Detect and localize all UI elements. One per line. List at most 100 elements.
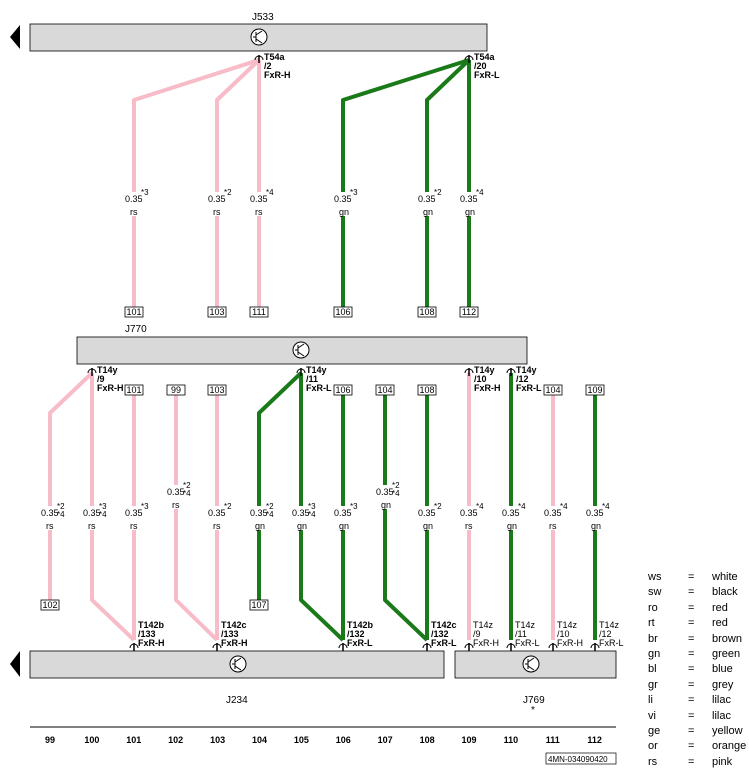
wire-note: *2 <box>392 481 400 490</box>
wire-note: *4 <box>308 510 316 519</box>
wire-label: 0.35*4gn <box>459 188 484 217</box>
legend-name: lilac <box>712 694 731 707</box>
pin-label: /11 <box>515 629 527 639</box>
wire-color: gn <box>423 207 433 217</box>
pin-label: T14y <box>516 365 537 375</box>
reference-number: 104 <box>545 385 560 395</box>
reference-box: 108 <box>417 384 437 396</box>
axis-tick-label: 112 <box>587 735 602 745</box>
pin-label: FxR-H <box>473 638 499 648</box>
reference-box: 107 <box>249 599 269 611</box>
reference-number: 111 <box>252 307 266 317</box>
wire-label: 0.35*2*4rs <box>40 502 65 531</box>
pin-label: /132 <box>431 629 449 639</box>
pin-label: T142b <box>138 620 165 630</box>
legend-eq: = <box>688 678 695 691</box>
axis-tick-label: 101 <box>126 735 141 745</box>
wire-label: 0.35*3gn <box>333 188 358 217</box>
axis-tick-label: 107 <box>378 735 393 745</box>
reference-box: 101 <box>124 384 144 396</box>
legend-code: rs <box>648 755 658 768</box>
reference-box: 104 <box>543 384 563 396</box>
legend-name: brown <box>712 632 742 645</box>
wire-size: 0.35 <box>544 508 562 518</box>
reference-number: 103 <box>209 307 224 317</box>
wire-label: 0.35*4 rs <box>543 502 568 531</box>
wire-note: *4 <box>518 502 526 511</box>
legend-row: gr=grey <box>648 678 746 693</box>
legend-code: vi <box>648 709 656 722</box>
wire-color: gn <box>297 521 307 531</box>
page-arrow-left-bottom[interactable] <box>10 651 20 677</box>
legend-code: gn <box>648 648 661 661</box>
wire-note: *2 <box>224 188 232 197</box>
reference-number: 103 <box>209 385 224 395</box>
axis-tick-label: 104 <box>252 735 267 745</box>
legend-eq: = <box>688 648 695 661</box>
legend-eq: = <box>688 586 695 599</box>
legend-eq: = <box>688 725 695 738</box>
legend-name: orange <box>712 740 747 753</box>
legend-eq: = <box>688 709 695 722</box>
wire-label: 0.35*3gn <box>333 502 358 531</box>
legend-eq: = <box>688 571 695 583</box>
wire-size: 0.35 <box>292 508 310 518</box>
transistor-icon <box>292 341 310 359</box>
pin-label: /133 <box>138 629 156 639</box>
wire-label: 0.35*4gn <box>585 502 610 531</box>
wire-label: 0.35*2*4rs <box>166 481 191 510</box>
legend-code: ge <box>648 725 661 738</box>
pin-label: /12 <box>516 374 529 384</box>
legend-eq: = <box>688 694 695 707</box>
reference-number: 106 <box>335 307 350 317</box>
legend-row: li = lilac <box>648 693 746 708</box>
component-j234-label: J234 <box>226 695 248 706</box>
transistor-icon <box>250 28 268 46</box>
pin-label: FxR-L <box>431 638 457 648</box>
axis-tick-label: 100 <box>84 735 99 745</box>
wire-size: 0.35 <box>208 508 226 518</box>
wire-mid-107 <box>383 395 429 642</box>
footer-code: 4MN-034090420 <box>548 755 608 764</box>
wire-note: *4 <box>560 502 568 511</box>
wire-size: 0.35 <box>376 487 394 497</box>
reference-box: 109 <box>585 384 605 396</box>
wire-color: rs <box>130 207 138 217</box>
page-arrow-left-top[interactable] <box>10 25 20 49</box>
wire-note: *2 <box>224 502 232 511</box>
wire-note: *4 <box>602 502 610 511</box>
wire-label: 0.35*2gn <box>417 502 442 531</box>
wire-note: *3 <box>99 502 107 511</box>
legend-name: yellow <box>712 725 743 738</box>
legend-name: red <box>712 617 728 630</box>
legend-name: green <box>712 648 741 661</box>
wire-color: rs <box>549 521 557 531</box>
legend-eq: = <box>688 740 695 753</box>
transistor-icon <box>229 655 247 673</box>
wire-mid-104 <box>257 371 303 600</box>
legend-eq: = <box>688 632 695 645</box>
wire-note: *2 <box>434 502 442 511</box>
pin-label: T54a <box>474 52 496 62</box>
wire-note: *2 <box>183 481 191 490</box>
pin-connectors: T54a/2FxR-HT54a/20FxR-LT14y/9FxR-HT14y/1… <box>87 52 624 651</box>
wire-size: 0.35 <box>586 508 604 518</box>
wire-color: gn <box>507 521 517 531</box>
wire-color: rs <box>130 521 138 531</box>
legend-eq: = <box>688 617 695 630</box>
pin-label: T14z <box>557 620 578 630</box>
pin-label: FxR-H <box>557 638 583 648</box>
wire-note: *4 <box>476 188 484 197</box>
wire-mid-100a <box>48 371 94 600</box>
legend-row: ge = yellow <box>648 724 746 739</box>
reference-number: 99 <box>171 385 181 395</box>
legend-code: li <box>648 694 653 707</box>
axis-tick-label: 102 <box>168 735 183 745</box>
